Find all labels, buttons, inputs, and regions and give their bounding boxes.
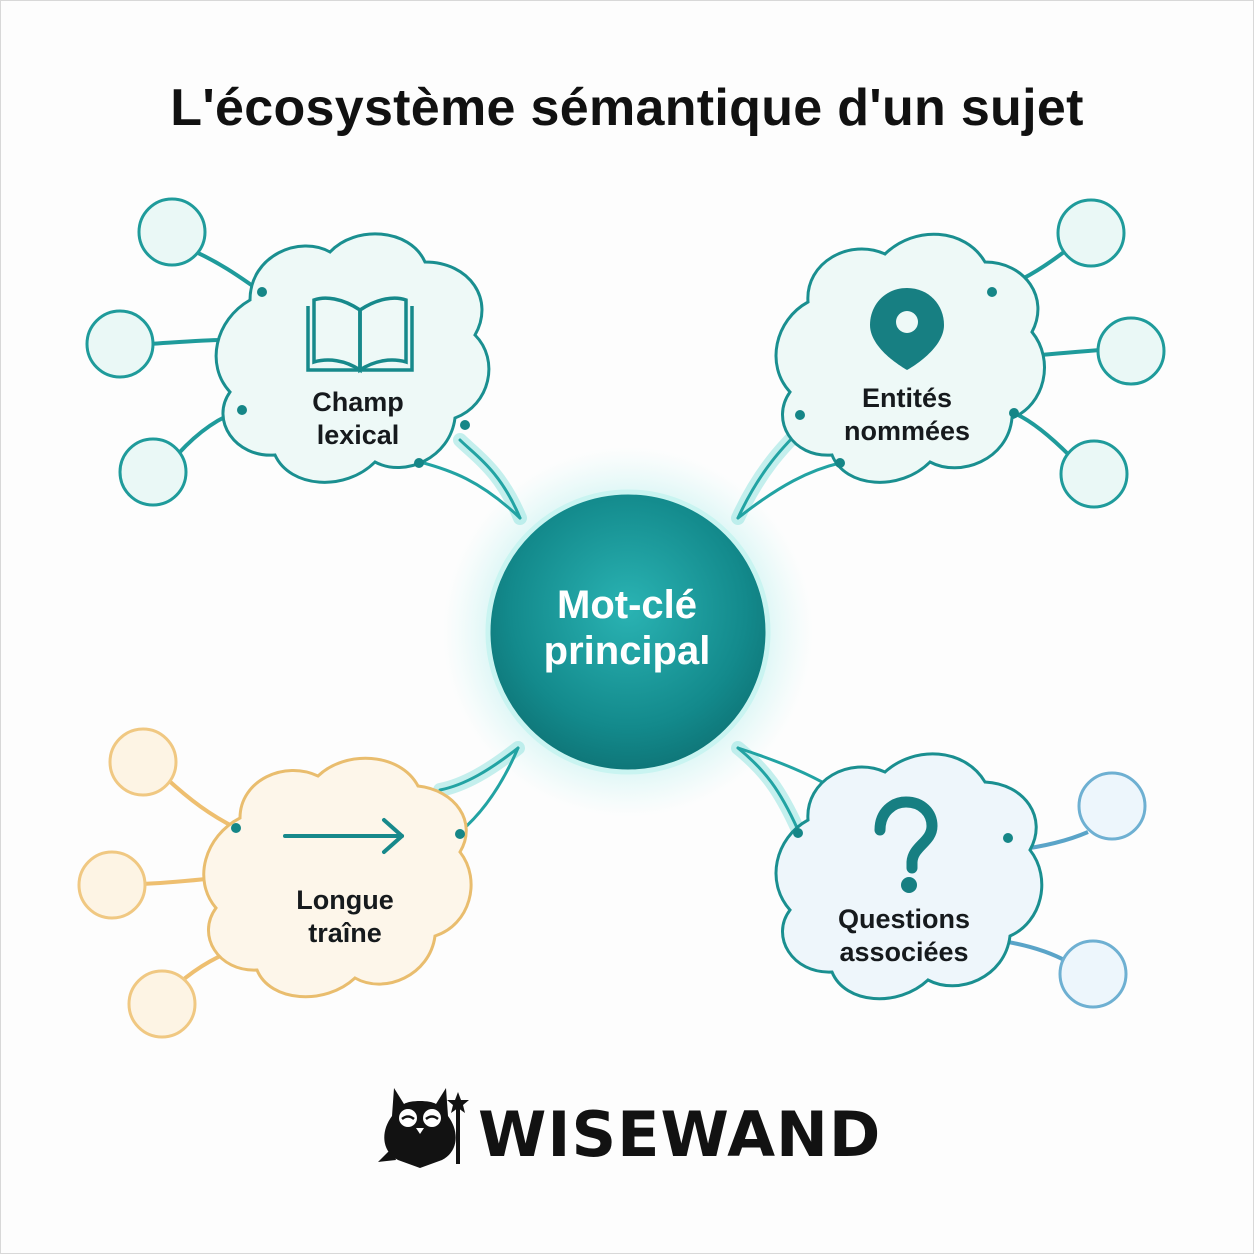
cloud-champ-lexical [214, 232, 491, 484]
node-label-line2: lexical [316, 420, 400, 450]
arrow-right-icon [283, 818, 404, 854]
question-mark-icon [874, 796, 938, 893]
node-label-line1: Champ [312, 387, 404, 417]
cloud-questions-associees [774, 752, 1044, 1001]
node-label-line2: traîne [308, 918, 382, 948]
node-label-line1: Entités [861, 383, 953, 413]
node-label-longue: Longue traîne [225, 884, 465, 950]
owl-wizard-icon [378, 1088, 469, 1168]
book-icon [306, 296, 414, 374]
node-label-line2: nommées [843, 416, 971, 446]
satellites-questions [1007, 771, 1147, 1009]
node-label-questions: Questions associées [784, 903, 1024, 969]
brand-wordmark: WISEWAND [478, 1098, 882, 1171]
diagram-title: L'écosystème sémantique d'un sujet [170, 79, 1084, 137]
hub-label-line2: principal [543, 629, 711, 673]
node-label-champ: Champ lexical [238, 386, 478, 452]
node-label-line1: Questions [837, 904, 971, 934]
hub-label: Mot-clé principal [490, 582, 764, 674]
node-label-entites: Entités nommées [787, 382, 1027, 448]
connector-dots [231, 287, 1019, 843]
satellites-entites [991, 198, 1166, 509]
node-label-line2: associées [839, 937, 969, 967]
hub-label-line1: Mot-clé [557, 583, 697, 627]
node-label-line1: Longue [296, 885, 394, 915]
cloud-longue-traine [202, 756, 473, 999]
hub-circle [485, 489, 771, 775]
map-pin-icon [870, 288, 944, 370]
